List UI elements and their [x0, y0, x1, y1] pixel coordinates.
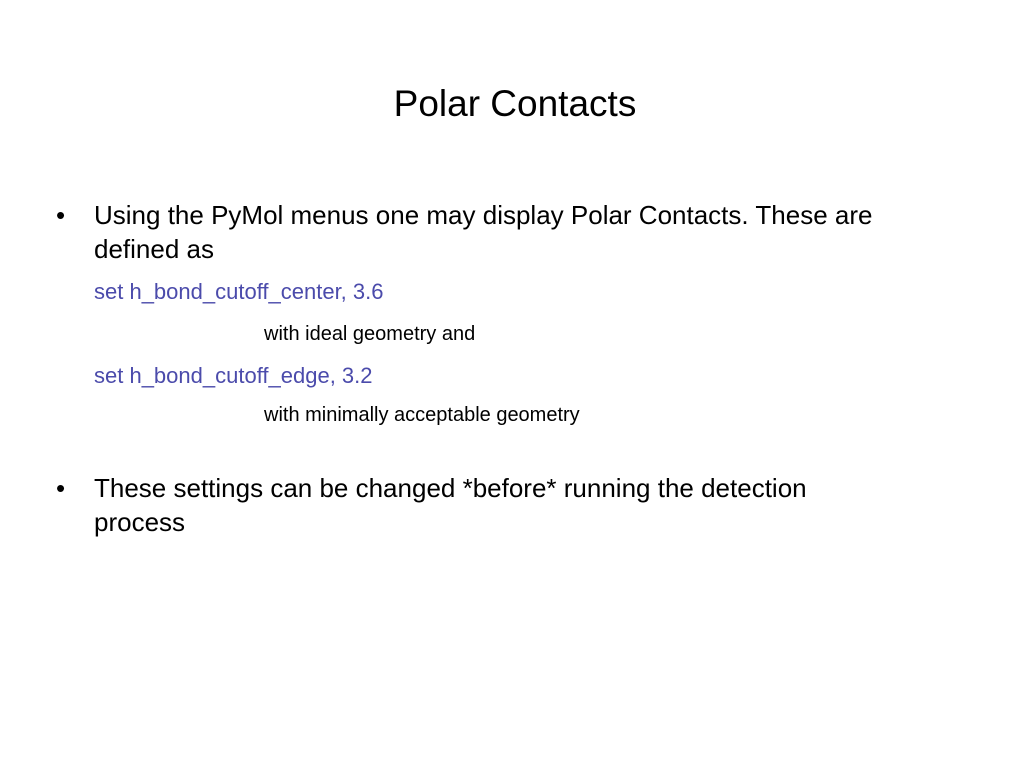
- bullet-1-line-2: defined as: [94, 234, 214, 264]
- bullet-1-line-1: Using the PyMol menus one may display Po…: [94, 200, 873, 230]
- bullet-2-line-1: These settings can be changed *before* r…: [94, 473, 807, 503]
- note-ideal-geometry: with ideal geometry and: [264, 323, 476, 345]
- bullet-marker: •: [56, 200, 66, 230]
- bullet-2-line-2: process: [94, 507, 186, 537]
- note-minimal-geometry: with minimally acceptable geometry: [264, 404, 580, 426]
- slide-title: Polar Contacts: [393, 83, 637, 124]
- bullet-marker: •: [56, 473, 66, 503]
- code-h-bond-cutoff-center: set h_bond_cutoff_center, 3.6: [94, 279, 384, 304]
- code-h-bond-cutoff-edge: set h_bond_cutoff_edge, 3.2: [94, 363, 373, 388]
